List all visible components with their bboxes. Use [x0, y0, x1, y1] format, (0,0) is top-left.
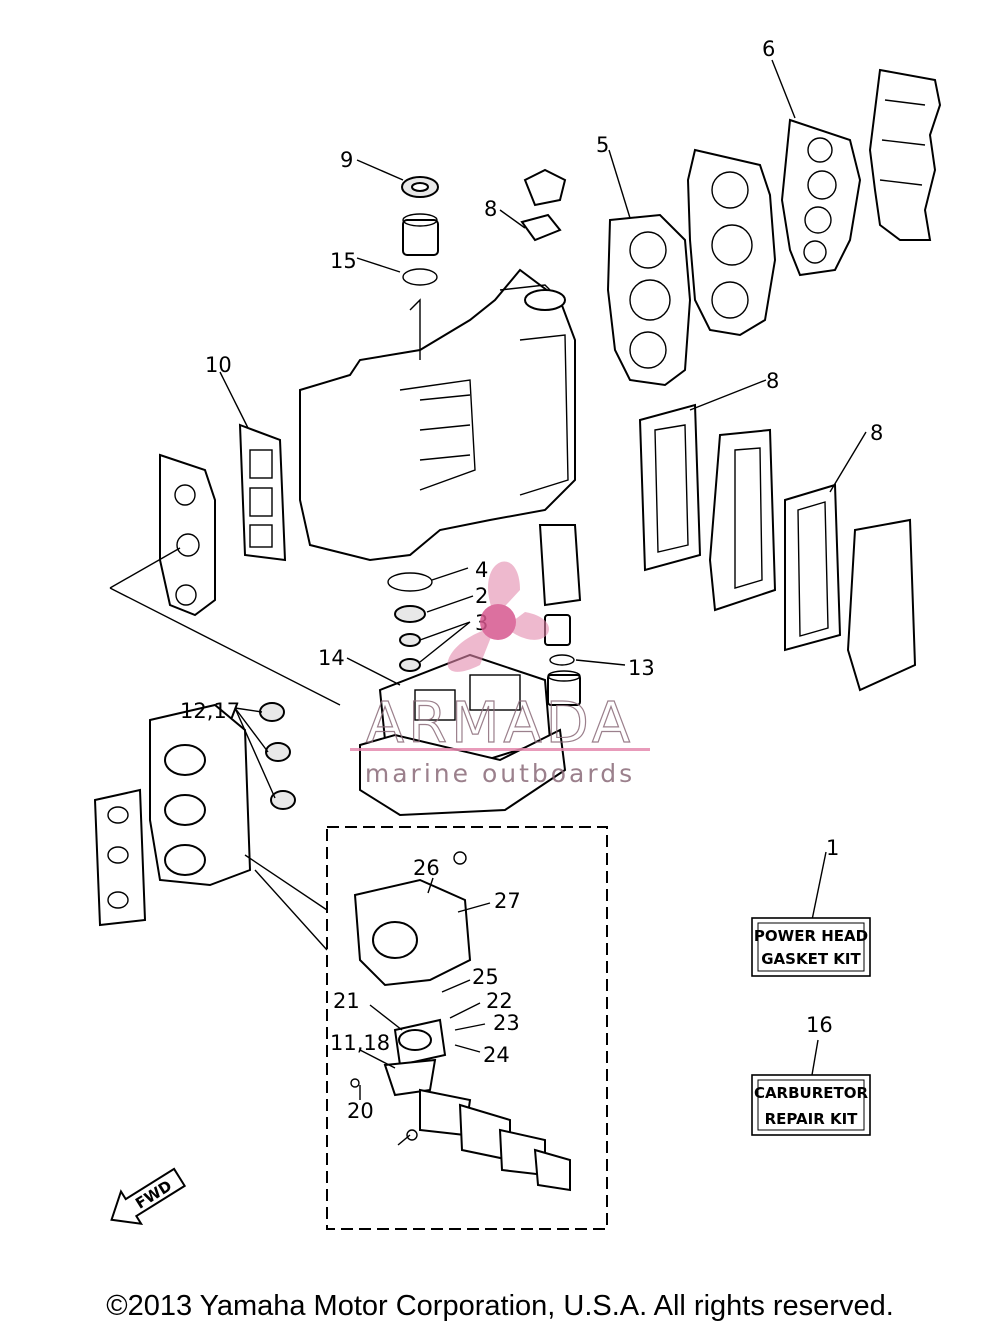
carburetor-assembly: [149, 703, 252, 887]
armada-watermark: ARMADA marine outboards: [350, 561, 650, 788]
cylinder-head-cover: [868, 68, 942, 241]
label-10: 10: [205, 353, 232, 377]
label-4: 4: [475, 558, 488, 582]
power-head-gasket-kit-box: POWER HEAD GASKET KIT: [751, 917, 871, 977]
label-26: 27: [494, 889, 521, 913]
lower-casing: [359, 728, 567, 817]
head-gasket-5: [606, 213, 692, 387]
label-13: 13: [628, 656, 655, 680]
label-25: 26: [413, 856, 440, 880]
label-21: 22: [486, 989, 513, 1013]
o-ring-13: [549, 654, 575, 666]
label-19: 20: [347, 1099, 374, 1123]
label-24: 25: [472, 965, 499, 989]
exhaust-outer-cover: [846, 518, 917, 692]
label-20: 21: [333, 989, 360, 1013]
leader-lines: [109, 59, 867, 1146]
part-labels: 9 15 8 5 6 8 8 10 4 2 3 13 14 12,17 1 16…: [180, 37, 883, 1123]
carb-gasket-left: [93, 788, 147, 927]
label-5: 5: [596, 133, 609, 157]
label-15: 15: [330, 249, 357, 273]
label-23: 24: [483, 1043, 510, 1067]
label-9: 9: [340, 148, 353, 172]
carb-line2: REPAIR KIT: [765, 1110, 859, 1128]
oil-seal-2: [394, 605, 426, 623]
label-2: 2: [475, 584, 488, 608]
reed-valve-plate: [159, 453, 216, 617]
exhaust-cover-gasket-a: [638, 403, 702, 572]
gasket-12-17: [259, 702, 296, 810]
forward-arrow: FWD: [110, 1167, 187, 1225]
label-12-17: 12,17: [180, 699, 240, 723]
label-22: 23: [493, 1011, 520, 1035]
cylinder-head-gasket: [780, 118, 862, 277]
bearing-13: [547, 670, 581, 706]
carburetor-repair-kit-box: CARBURETOR REPAIR KIT: [751, 1074, 871, 1136]
carb-detail-box: [326, 826, 608, 1230]
label-14: 14: [318, 646, 345, 670]
label-11-18: 11,18: [330, 1031, 390, 1055]
label-16: 16: [806, 1013, 833, 1037]
power-head-line2: GASKET KIT: [761, 950, 861, 968]
carb-line1: CARBURETOR: [754, 1084, 869, 1102]
thermostat-cover: [520, 168, 567, 242]
cylinder-head: [686, 148, 777, 337]
watermark-brand: ARMADA: [366, 691, 634, 756]
label-7: 8: [484, 197, 497, 221]
engine-block: [299, 268, 576, 562]
bearing-15: [402, 213, 439, 286]
power-head-line1: POWER HEAD: [754, 927, 868, 945]
copyright-notice: ©2013 Yamaha Motor Corporation, U.S.A. A…: [106, 1290, 894, 1322]
exhaust-inner-cover: [708, 428, 777, 612]
propeller-logo: [447, 561, 549, 672]
oil-seal-3b: [399, 658, 421, 672]
watermark-tagline: marine outboards: [365, 759, 635, 788]
o-ring-4: [387, 572, 433, 592]
label-1: 1: [826, 836, 839, 860]
oil-seal-9: [401, 176, 439, 198]
carb-detail-body: [350, 851, 571, 1192]
intake-gasket-10: [238, 423, 287, 562]
label-8-upper: 8: [766, 369, 779, 393]
label-6: 6: [762, 37, 775, 61]
exhaust-cover-gasket-b: [784, 483, 842, 652]
oil-seal-3a: [399, 633, 421, 647]
label-8-lower: 8: [870, 421, 883, 445]
